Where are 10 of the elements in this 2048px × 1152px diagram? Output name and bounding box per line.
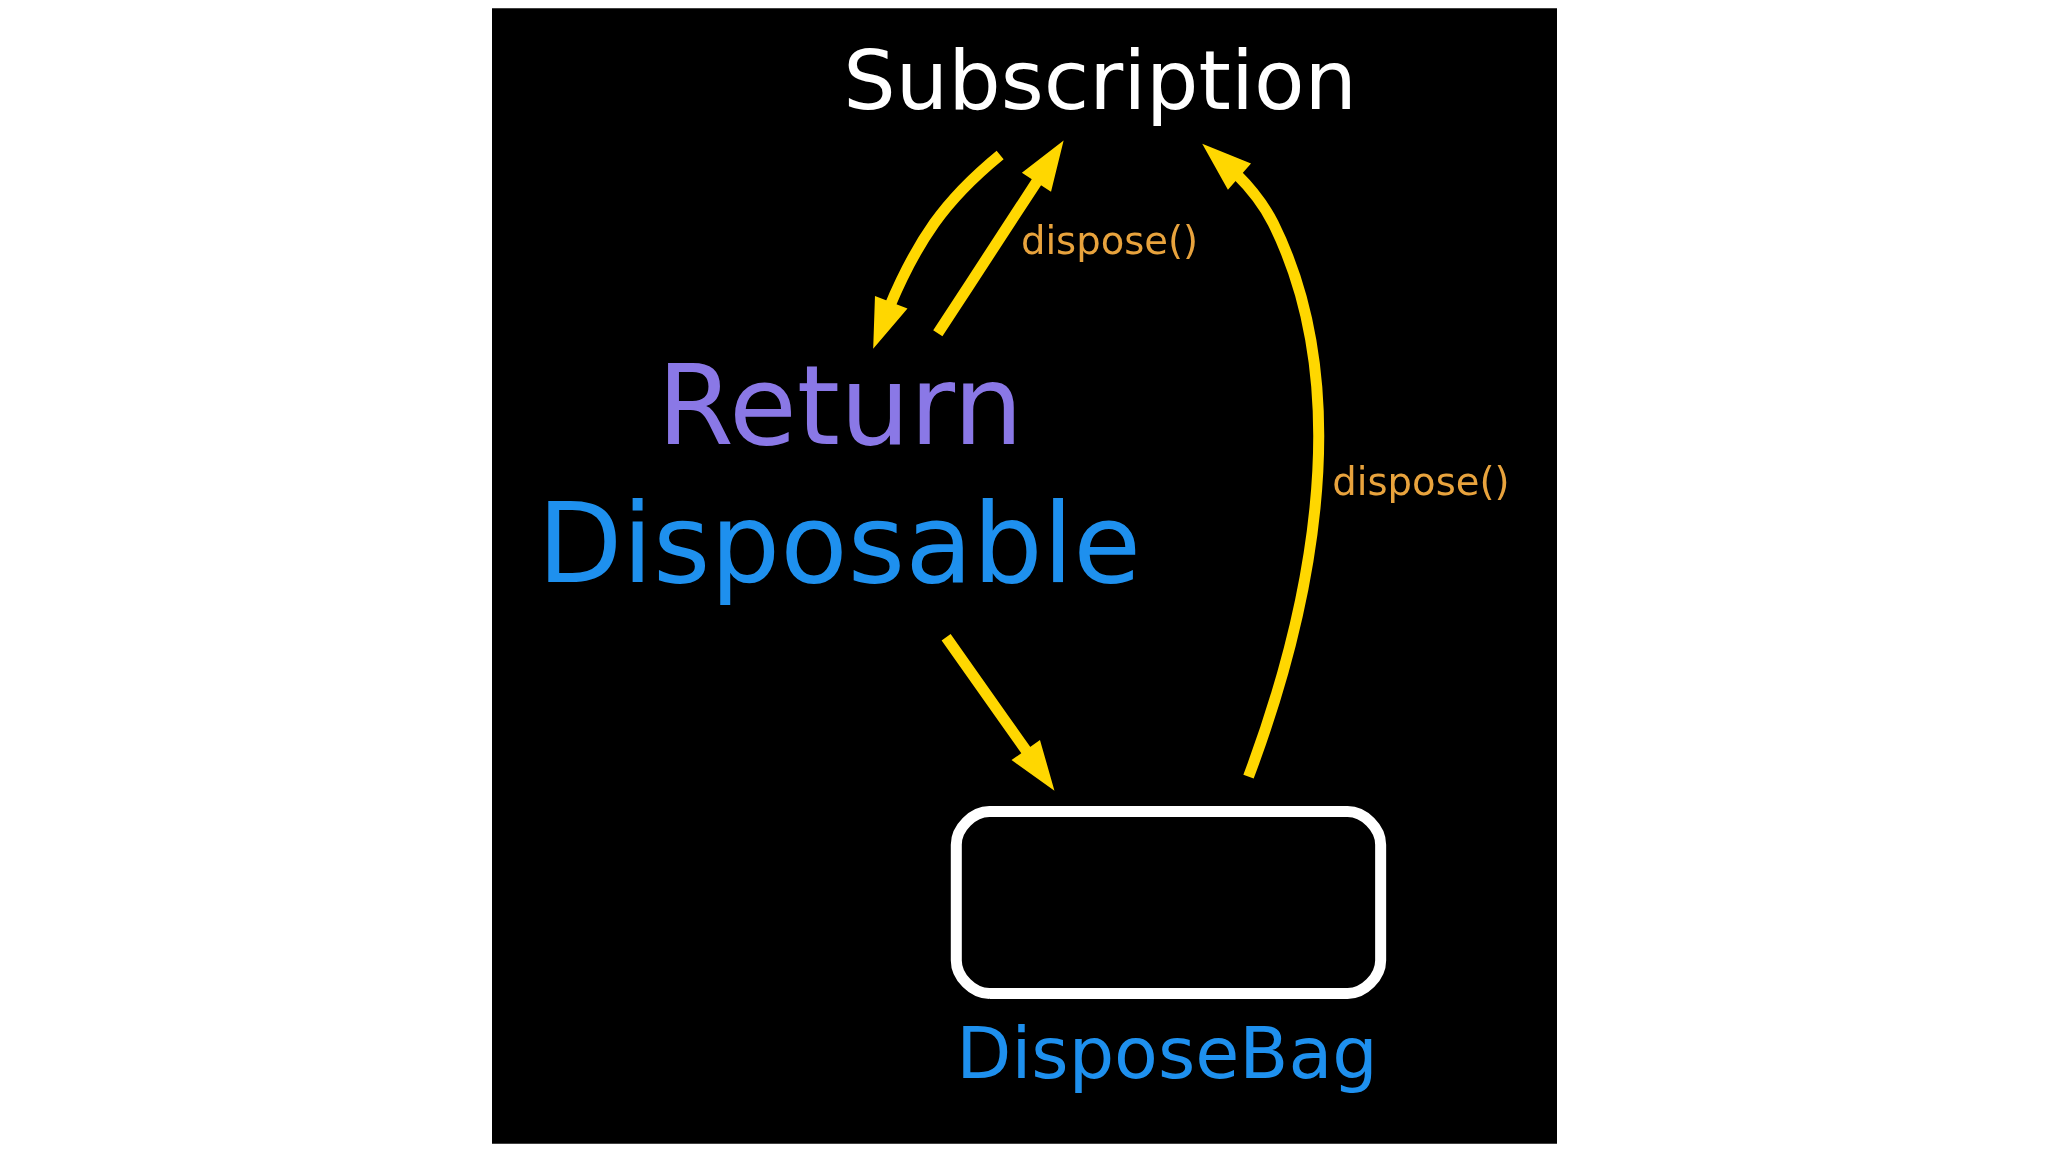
arrow (932, 140, 1064, 337)
arrow (941, 634, 1054, 791)
node-text: Subscription (842, 31, 1357, 128)
edge-label: dispose() (1331, 459, 1510, 505)
arrow (1201, 143, 1324, 779)
node-text: Return Disposable (536, 341, 1141, 608)
arrow (872, 150, 1004, 349)
edge-label: dispose() (1020, 218, 1198, 264)
node-bag (950, 806, 1386, 999)
node-label: DisposeBag (955, 1012, 1378, 1096)
